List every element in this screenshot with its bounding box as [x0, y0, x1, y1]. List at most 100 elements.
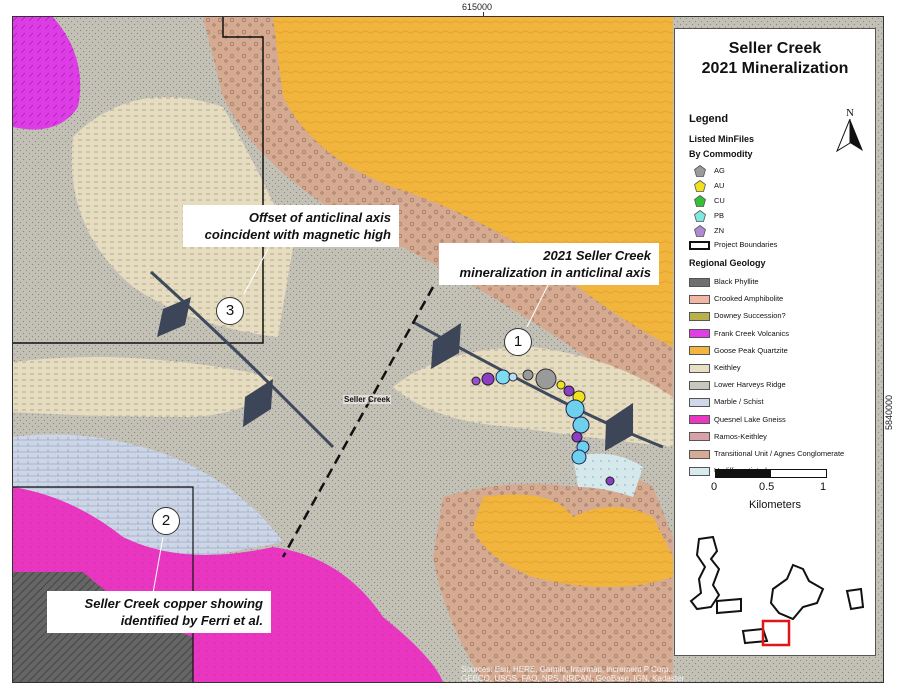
geology-swatch [689, 277, 710, 287]
geology-label: Black Phyllite [714, 277, 759, 286]
minfile-cluster[interactable] [471, 368, 615, 486]
legend-row-geology[interactable]: Lower Harveys Ridge [689, 379, 786, 391]
minfile-point[interactable] [495, 369, 511, 385]
commodity-label: AU [714, 181, 725, 190]
scale-label-half: 0.5 [759, 481, 775, 493]
minfile-point[interactable] [572, 416, 590, 434]
minfile-point[interactable] [565, 399, 585, 419]
axis-symbol [157, 297, 191, 337]
commodity-label: CU [714, 196, 725, 205]
minfile-point[interactable] [471, 376, 481, 386]
callout-text-1: 2021 Seller Creek mineralization in anti… [439, 243, 659, 285]
legend-row-geology[interactable]: Ramos-Keithley [689, 431, 767, 443]
minfile-point[interactable] [556, 380, 566, 390]
minfile-point[interactable] [508, 372, 518, 382]
callout-number-3[interactable]: 3 [216, 297, 244, 325]
geology-label: Frank Creek Volcanics [714, 328, 790, 338]
geology-swatch [689, 294, 710, 304]
callout-2-line-2: identified by Ferri et al. [120, 613, 263, 628]
overview-inset-map [689, 535, 865, 647]
callout-2-line-1: Seller Creek copper showing [84, 596, 263, 611]
geology-label: Lower Harveys Ridge [714, 380, 786, 390]
project-boundary-west[interactable] [13, 17, 264, 344]
geology-swatch [689, 432, 710, 442]
commodity-pentagon-icon [689, 195, 710, 207]
commodity-pentagon-icon [689, 225, 710, 237]
scale-unit: Kilometers [749, 499, 801, 511]
map-frame[interactable]: Seller Creek Offset of anticlinal axis c… [12, 16, 884, 683]
legend-row-geology[interactable]: Transitional Unit / Agnes Conglomerate [689, 448, 844, 460]
unit-transitional-conglomerate-north[interactable] [203, 17, 673, 417]
minfile-point[interactable] [522, 369, 534, 381]
geology-label: Downey Succession? [714, 311, 786, 321]
geology-swatch [689, 363, 710, 373]
callout-1-line-1: 2021 Seller Creek [543, 248, 651, 263]
unit-undifferentiated[interactable] [573, 453, 643, 497]
axis-symbol [431, 323, 461, 369]
legend-row-geology[interactable]: Marble / Schist [689, 396, 764, 408]
geology-swatch [689, 466, 710, 476]
callout-number-2[interactable]: 2 [152, 507, 180, 535]
geology-label: Quesnel Lake Gneiss [714, 414, 786, 424]
minfile-point[interactable] [605, 476, 615, 486]
geology-label: Transitional Unit / Agnes Conglomerate [714, 449, 845, 458]
legend-row-geology[interactable]: Downey Succession? [689, 310, 786, 322]
callout-text-3: Offset of anticlinal axis coincident wit… [183, 205, 399, 247]
unit-keithley-west[interactable] [71, 97, 293, 337]
top-tick [483, 12, 484, 18]
geology-swatch [689, 397, 710, 407]
callout-leader-2 [152, 536, 164, 594]
scale-label-1: 1 [820, 481, 827, 493]
north-label: N [846, 107, 854, 119]
legend-row-commodity[interactable]: AG [689, 165, 725, 177]
minfile-point[interactable] [481, 372, 495, 386]
listed-minfiles-heading: Listed MinFiles [689, 134, 755, 144]
axis-symbol [243, 379, 273, 427]
legend-title-line-2: 2021 Mineralization [701, 60, 849, 77]
legend-row-commodity[interactable]: ZN [689, 225, 724, 237]
geology-map[interactable] [13, 17, 883, 682]
map-attribution: Sources: Esri, HERE, Garmin, Intermap, i… [461, 665, 685, 683]
regional-geology-heading: Regional Geology [689, 258, 766, 268]
geology-swatch [689, 380, 710, 390]
legend-row-geology[interactable]: Goose Peak Quartzite [689, 345, 788, 357]
geology-swatch [689, 449, 710, 459]
by-commodity-heading: By Commodity [689, 149, 753, 159]
unit-keithley-southwest[interactable] [13, 357, 273, 417]
legend-row-geology[interactable]: Frank Creek Volcanics [689, 328, 789, 340]
geology-swatch [689, 329, 710, 339]
unit-frank-creek-volcanics[interactable] [13, 17, 81, 130]
geology-label: Ramos-Keithley [714, 431, 767, 441]
unit-goose-peak-south[interactable] [473, 494, 673, 588]
geology-label: Marble / Schist [714, 397, 764, 407]
geology-label: Goose Peak Quartzite [714, 345, 788, 355]
legend-row-commodity[interactable]: CU [689, 195, 725, 207]
geology-swatch [689, 415, 710, 425]
minfile-point[interactable] [571, 431, 583, 443]
legend-title-line-1: Seller Creek [728, 40, 822, 57]
geology-label: Crooked Amphibolite [714, 294, 784, 304]
minfile-point[interactable] [535, 368, 557, 390]
commodity-pentagon-icon [689, 165, 710, 177]
legend-row-geology[interactable]: Black Phyllite [689, 276, 759, 288]
legend-heading: Legend [689, 113, 729, 125]
minfile-point[interactable] [563, 385, 575, 397]
north-arrow-icon [835, 118, 863, 153]
legend-row-geology[interactable]: Keithley [689, 362, 741, 374]
north-arrow: N [835, 107, 865, 158]
callout-number-1[interactable]: 1 [504, 328, 532, 356]
commodity-pentagon-icon [689, 180, 710, 192]
geology-label: Keithley [714, 363, 741, 372]
legend-row-commodity[interactable]: PB [689, 210, 724, 222]
geology-swatch [689, 346, 710, 356]
commodity-label: ZN [714, 226, 724, 235]
project-boundaries-label: Project Boundaries [714, 240, 778, 249]
legend-row-geology[interactable]: Crooked Amphibolite [689, 293, 783, 305]
callout-3-line-1: Offset of anticlinal axis [248, 210, 391, 225]
callout-1-line-2: mineralization in anticlinal axis [459, 265, 651, 280]
legend-row-commodity[interactable]: AU [689, 180, 724, 192]
callout-text-2: Seller Creek copper showing identified b… [47, 591, 271, 633]
legend-row-project-boundaries[interactable]: Project Boundaries [689, 239, 777, 251]
legend-row-geology[interactable]: Quesnel Lake Gneiss [689, 414, 786, 426]
minfile-point[interactable] [571, 449, 587, 465]
